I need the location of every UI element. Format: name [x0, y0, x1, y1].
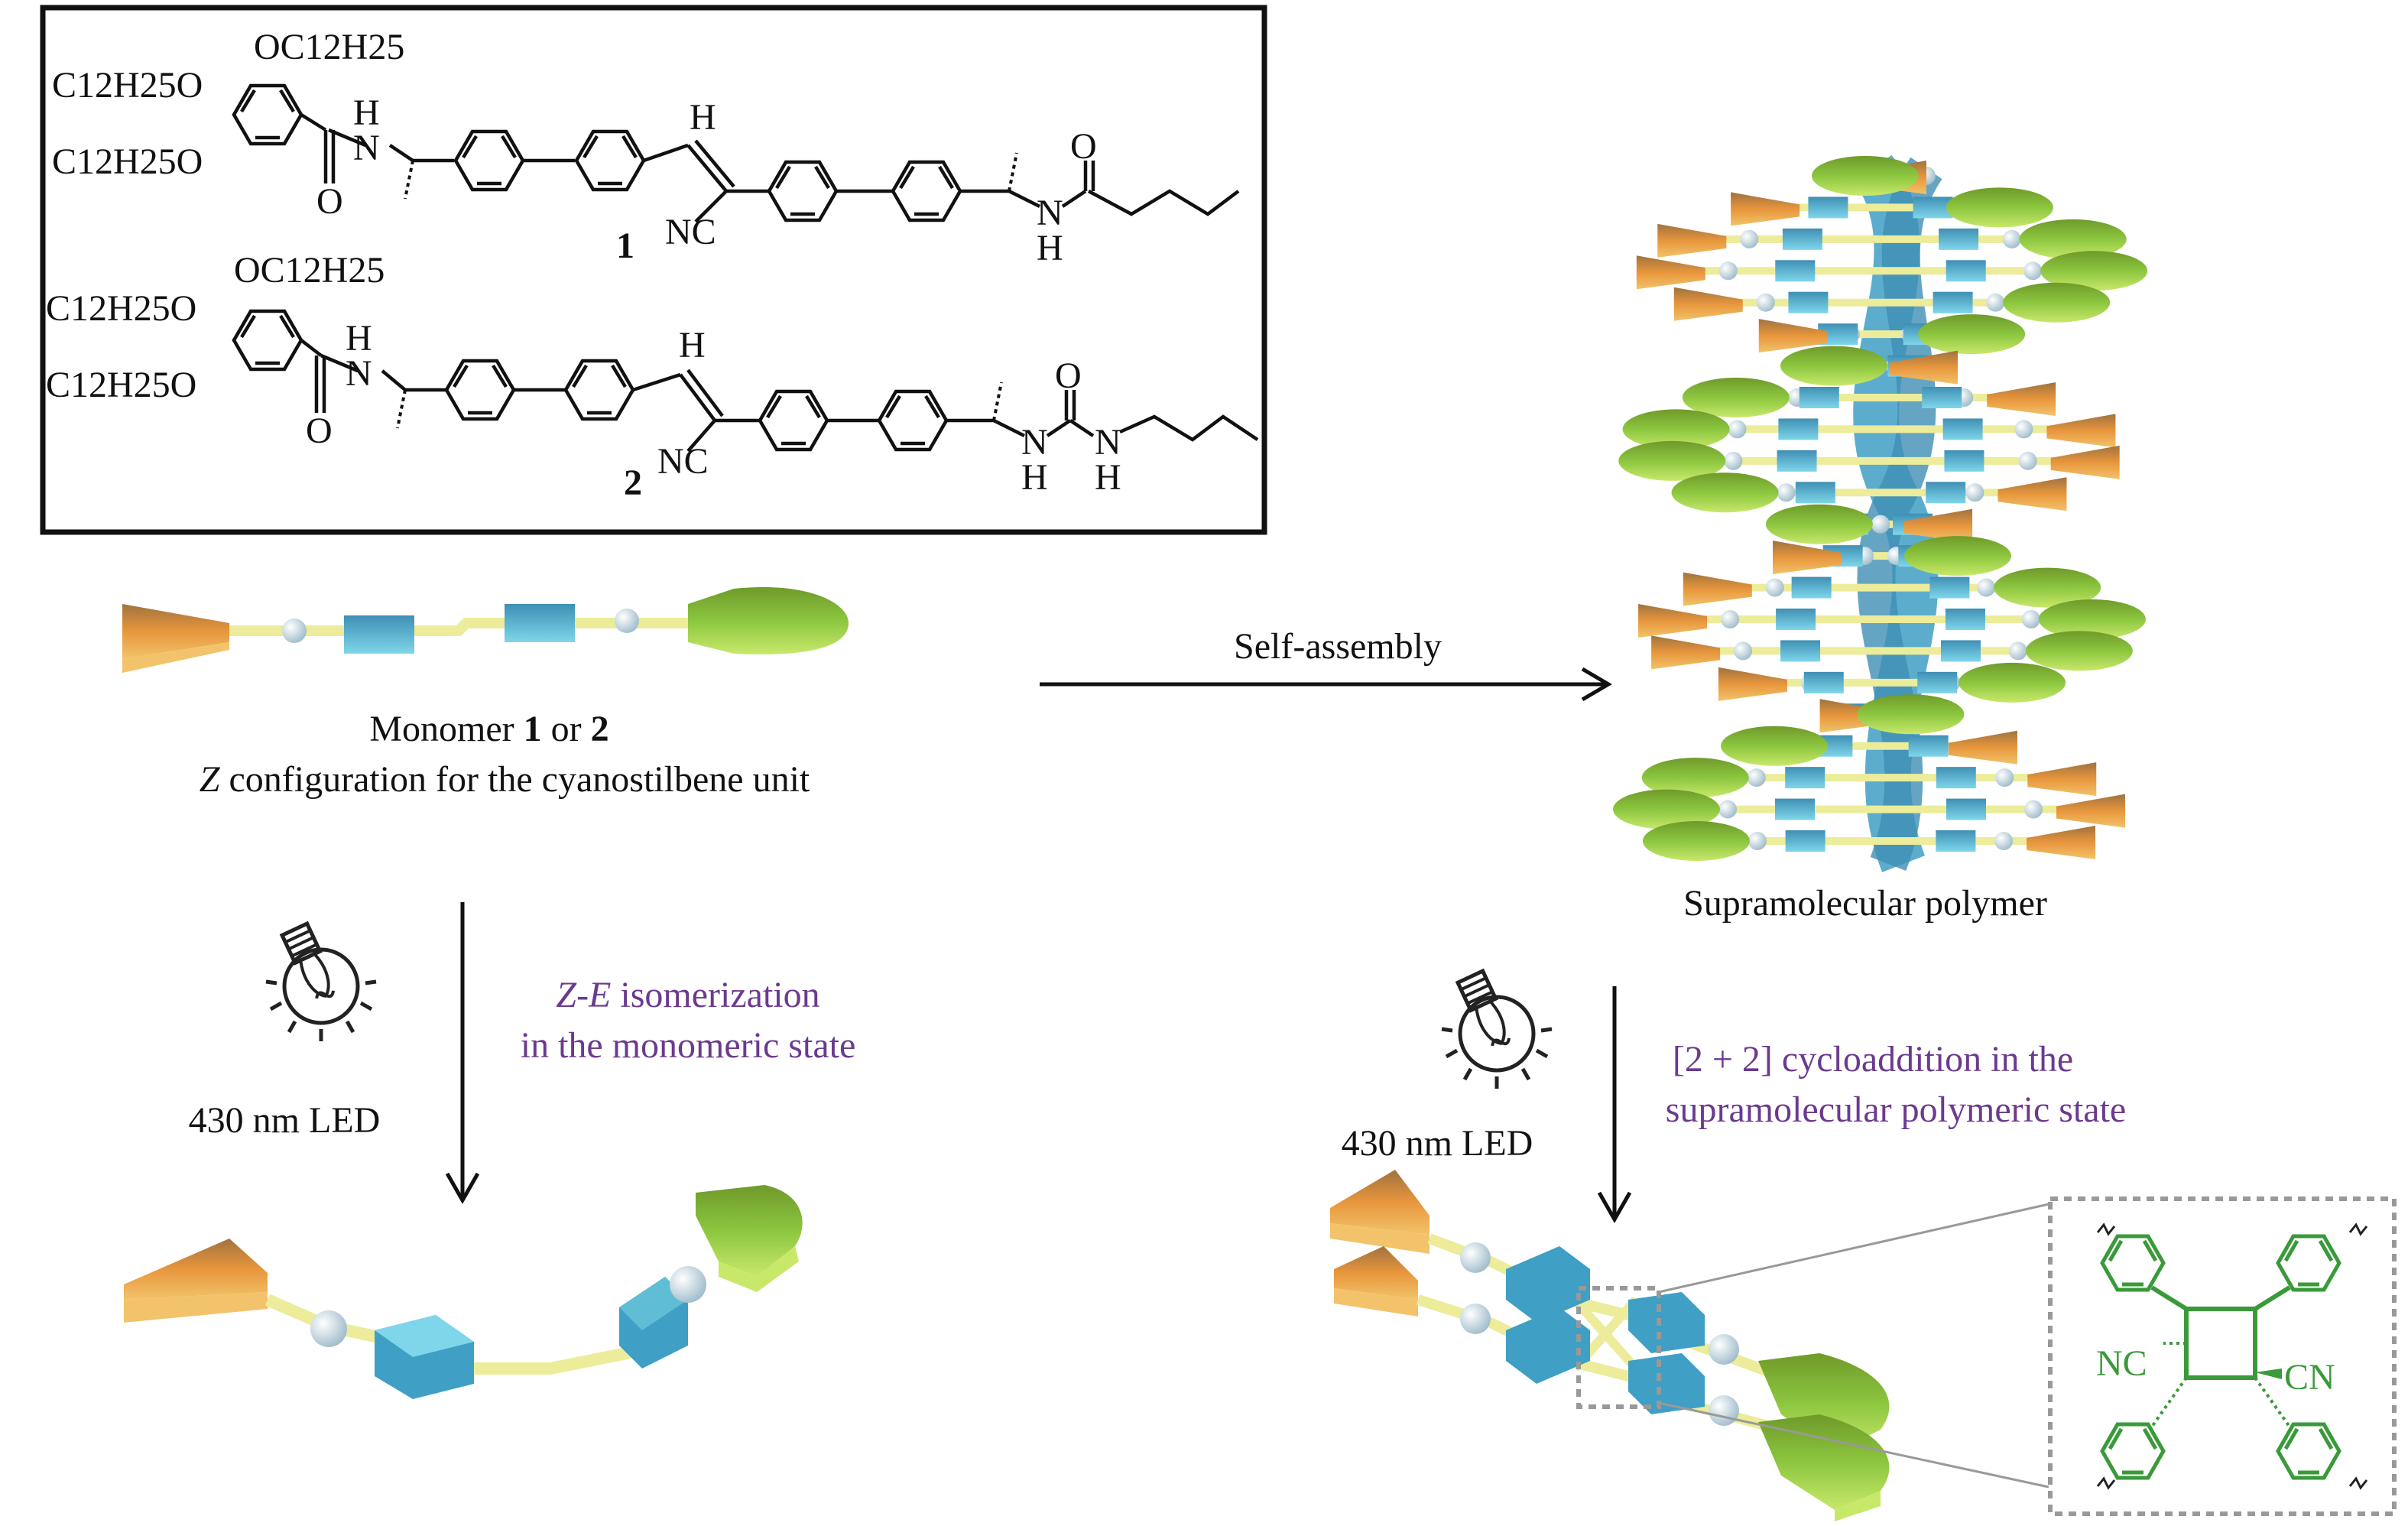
compound1-carbonyl-o: O — [316, 181, 343, 222]
compound1-top-oalkyl: OC12H25 — [254, 27, 405, 67]
right-process-line1: [2 + 2] cycloaddition in the — [1672, 1039, 2074, 1080]
isomerized-monomer-cartoon — [124, 1185, 803, 1399]
compound1-amide-nh: H N — [353, 93, 380, 168]
compound-1-structure — [234, 86, 1240, 223]
compound2-carbonyl-o: O — [306, 411, 333, 451]
left-process-line1: Z-E isomerization — [556, 975, 820, 1015]
left-light-bulb-icon — [266, 924, 376, 1041]
left-process-line2: in the monomeric state — [520, 1025, 856, 1066]
compound2-urea-nh-2: N H — [1095, 422, 1121, 498]
compound1-nitrile: NC — [665, 212, 716, 252]
compound-2-structure — [234, 311, 1259, 453]
compound-box-frame — [40, 5, 1267, 535]
polymer-caption: Supramolecular polymer — [1683, 883, 2047, 924]
compound2-amide-nh: H N — [346, 318, 372, 394]
compound1-right-nh: N H — [1037, 193, 1063, 268]
right-light-bulb-icon — [1442, 971, 1552, 1089]
compound1-right-o: O — [1070, 126, 1097, 167]
dimer-cartoon — [1330, 1170, 2049, 1521]
compound2-left-oalkyl-1: C12H25O — [46, 288, 197, 329]
right-process-line2: supramolecular polymeric state — [1665, 1089, 2127, 1130]
compound2-urea-nh-1: N H — [1021, 422, 1048, 498]
compound2-vinyl-h: H — [679, 325, 706, 365]
polymer-helix — [1613, 154, 2148, 872]
compound1-vinyl-h: H — [690, 97, 716, 138]
right-led-label: 430 nm LED — [1341, 1123, 1533, 1164]
inset-nitrile-right: CN — [2284, 1357, 2335, 1398]
left-led-label: 430 nm LED — [188, 1100, 381, 1141]
inset-nitrile-left: NC — [2096, 1343, 2147, 1384]
compound2-urea-o: O — [1055, 356, 1082, 396]
compound1-left-oalkyl-1: C12H25O — [52, 65, 203, 106]
compound2-top-oalkyl: OC12H25 — [234, 250, 385, 291]
compound1-left-oalkyl-2: C12H25O — [52, 141, 203, 182]
monomer-caption-line1: Monomer 1 or 2 — [369, 709, 609, 749]
compound2-nitrile: NC — [657, 441, 709, 482]
monomer-caption-line2: Z configuration for the cyanostilbene un… — [199, 759, 810, 800]
self-assembly-label: Self-assembly — [1234, 626, 1442, 667]
compound2-left-oalkyl-2: C12H25O — [46, 365, 197, 405]
compound1-number: 1 — [616, 226, 634, 266]
cyclobutane-inset — [2048, 1196, 2397, 1516]
compound2-number: 2 — [624, 463, 642, 503]
monomer-cartoon — [122, 587, 849, 673]
